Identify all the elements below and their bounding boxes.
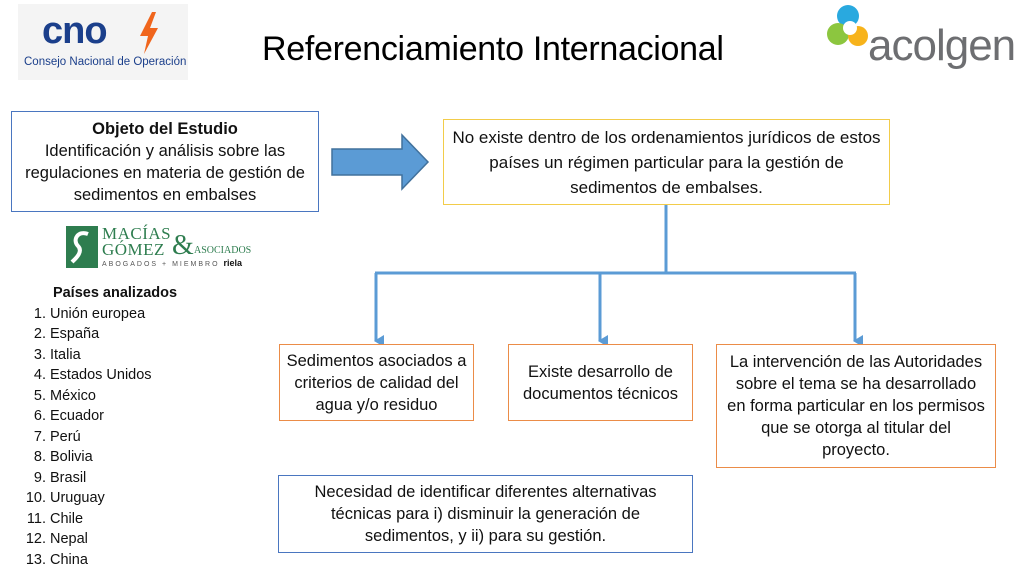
macias-gomez-logo: MACÍAS GÓMEZ & ASOCIADOS ABOGADOS + MIEM… — [66, 224, 266, 270]
list-item: Chile — [50, 509, 210, 530]
list-item: España — [50, 324, 210, 345]
cno-logo: cno Consejo Nacional de Operación — [18, 4, 188, 80]
list-item: Italia — [50, 345, 210, 366]
page-title: Referenciamiento Internacional — [262, 30, 724, 68]
macias-riela-text: riela — [223, 258, 242, 268]
necesidad-text: Necesidad de identificar diferentes alte… — [314, 483, 657, 545]
branch-text-sedimentos: Sedimentos asociados a criterios de cali… — [286, 351, 467, 414]
paises-list: Países analizados Unión europea España I… — [20, 283, 210, 570]
macias-ampersand: & — [172, 230, 194, 261]
list-item: China — [50, 550, 210, 571]
macias-abogados: ABOGADOS + MIEMBRO riela — [102, 258, 242, 268]
macias-miembro-text: MIEMBRO — [172, 261, 220, 268]
right-arrow-shape — [331, 133, 430, 191]
branch-box-sedimentos: Sedimentos asociados a criterios de cali… — [279, 344, 474, 421]
necesidad-box: Necesidad de identificar diferentes alte… — [278, 475, 693, 553]
cno-subtitle: Consejo Nacional de Operación — [24, 56, 187, 68]
paises-heading: Países analizados — [52, 285, 178, 301]
acolgen-logo: acolgen — [826, 2, 1022, 76]
cno-mark: cno — [42, 10, 108, 52]
list-item: México — [50, 386, 210, 407]
branch-box-documentos: Existe desarrollo de documentos técnicos — [508, 344, 693, 421]
branch-text-documentos: Existe desarrollo de documentos técnicos — [523, 362, 679, 403]
objeto-estudio-box: Objeto del Estudio Identificación y anál… — [11, 111, 319, 212]
list-item: Estados Unidos — [50, 365, 210, 386]
acolgen-wordmark: acolgen — [868, 21, 1016, 70]
macias-name-line2: GÓMEZ — [102, 240, 165, 259]
list-item: Ecuador — [50, 406, 210, 427]
objeto-heading: Objeto del Estudio — [92, 119, 238, 138]
list-item: Nepal — [50, 529, 210, 550]
acolgen-swirl-icon — [827, 5, 868, 46]
macias-emblem-icon — [66, 226, 98, 268]
list-item: Bolivia — [50, 447, 210, 468]
conclusion-text: No existe dentro de los ordenamientos ju… — [452, 127, 881, 197]
list-item: Brasil — [50, 468, 210, 489]
list-item: Uruguay — [50, 488, 210, 509]
list-item: Perú — [50, 427, 210, 448]
macias-asociados: ASOCIADOS — [194, 245, 252, 256]
paises-items: Unión europea España Italia Estados Unid… — [20, 304, 210, 571]
macias-plus: + — [162, 261, 169, 268]
list-item: Unión europea — [50, 304, 210, 325]
conclusion-box: No existe dentro de los ordenamientos ju… — [443, 119, 890, 205]
branch-text-autoridades: La intervención de las Autoridades sobre… — [727, 353, 985, 459]
macias-abogados-text: ABOGADOS — [102, 261, 159, 268]
objeto-text: Identificación y análisis sobre las regu… — [25, 141, 305, 204]
lightning-bolt-icon — [140, 12, 158, 54]
macias-name-line1: MACÍAS — [102, 224, 172, 243]
branch-box-autoridades: La intervención de las Autoridades sobre… — [716, 344, 996, 468]
